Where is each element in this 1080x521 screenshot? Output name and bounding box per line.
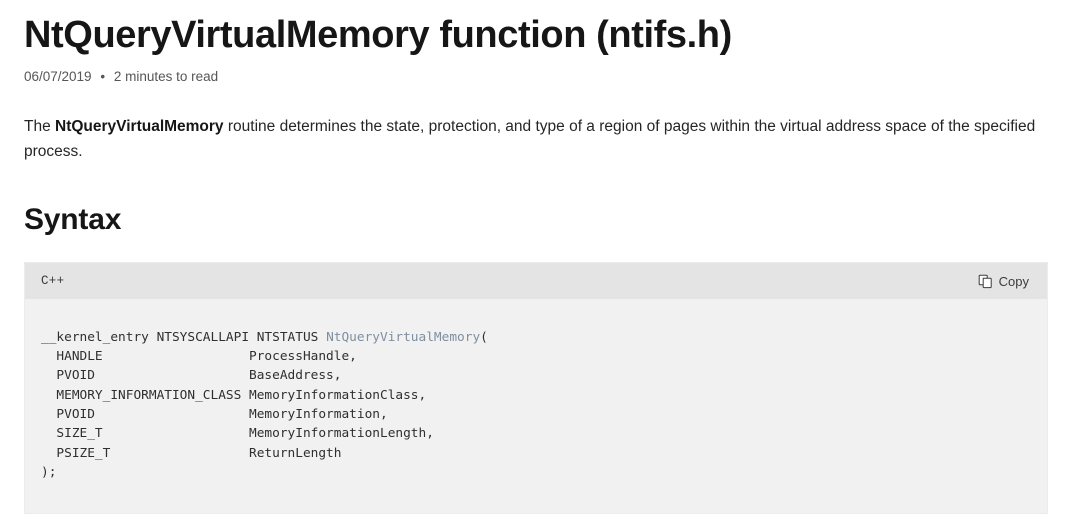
copy-pages-icon [978,274,993,289]
publish-date: 06/07/2019 [24,69,92,84]
intro-paragraph: The NtQueryVirtualMemory routine determi… [24,114,1056,164]
code-function-name: NtQueryVirtualMemory [326,329,481,345]
code-declaration-prefix: __kernel_entry NTSYSCALLAPI NTSTATUS [41,329,327,345]
intro-text-before: The [24,118,56,135]
read-time: 2 minutes to read [113,69,219,84]
copy-button[interactable]: Copy [974,271,1033,292]
intro-bold-term: NtQueryVirtualMemory [55,118,224,135]
code-signature: __kernel_entry NTSYSCALLAPI NTSTATUS NtQ… [41,330,488,480]
meta-separator: • [100,69,106,84]
code-content: __kernel_entry NTSYSCALLAPI NTSTATUS NtQ… [25,312,1047,500]
code-block-header: C++ Copy [25,263,1047,299]
intro-text-after: routine determines the state, protection… [24,118,1036,160]
page-title: NtQueryVirtualMemory function (ntifs.h) [24,14,732,56]
code-language-label: C++ [41,274,65,288]
article-metadata: 06/07/2019 • 2 minutes to read [24,68,1056,86]
code-terminator: ); [41,464,57,480]
code-block: C++ Copy __kernel_entry NTSYSCALLAPI NTS… [24,262,1048,514]
code-parameter-list: HANDLE ProcessHandle, PVOID BaseAddress,… [56,349,434,461]
section-heading-syntax: Syntax [24,203,122,236]
code-open-paren: ( [480,329,488,345]
copy-button-label: Copy [998,273,1029,289]
